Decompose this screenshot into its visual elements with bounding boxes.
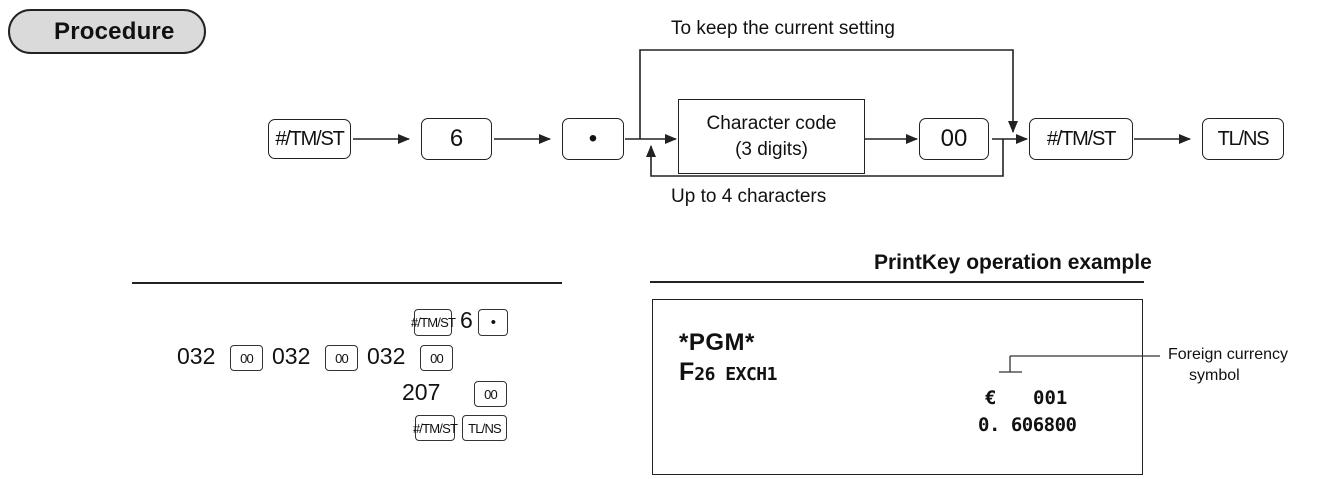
character-code-digits: (3 digits) — [735, 138, 808, 160]
receipt-preview: *PGM* F26 EXCH1 € 001 0. 606800 — [652, 299, 1143, 475]
keep-setting-label: To keep the current setting — [671, 18, 895, 39]
mini-00-key-4: 00 — [474, 381, 507, 407]
mini-00-key-2: 00 — [325, 345, 358, 371]
mini-dot-label: • — [490, 314, 496, 331]
character-code-label: Character code — [706, 112, 837, 134]
tmst-key-label: #/TM/ST — [275, 127, 344, 150]
tlns-key: TL/NS — [1202, 118, 1284, 160]
bypass-connector — [639, 49, 1018, 139]
receipt-f-letter: F — [679, 358, 695, 386]
receipt-f26-line: F26 EXCH1 — [679, 358, 777, 387]
character-code-box: Character code (3 digits) — [678, 99, 865, 174]
right-divider — [650, 281, 1144, 283]
mini-tmst-label: #/TM/ST — [410, 315, 456, 330]
tmst-key-2-label: #/TM/ST — [1046, 127, 1116, 150]
seq-code-1: 032 — [177, 343, 216, 369]
mini-tlns-label: TL/NS — [468, 420, 502, 436]
seq-six: 6 — [460, 307, 473, 333]
mini-tlns-key: TL/NS — [462, 415, 507, 441]
mini-00-key-3: 00 — [420, 345, 453, 371]
mini-00-label-4: 00 — [484, 386, 498, 402]
left-divider — [132, 282, 562, 284]
receipt-currency-code: 001 — [1033, 387, 1068, 409]
receipt-pgm-line: *PGM* — [679, 329, 755, 356]
mini-tmst-label-2: #/TM/ST — [412, 420, 458, 436]
mini-00-label-2: 00 — [335, 350, 349, 366]
double-zero-key: 00 — [919, 118, 989, 160]
annotation-foreign-currency: Foreign currency — [1168, 346, 1289, 363]
seq-code-2: 032 — [272, 343, 311, 369]
seq-code-4: 207 — [402, 379, 441, 405]
loop-back-connector — [646, 139, 1004, 177]
seq-code-3: 032 — [367, 343, 406, 369]
six-key-label: 6 — [449, 125, 464, 152]
mini-00-key-1: 00 — [230, 345, 263, 371]
dot-key-label: • — [588, 125, 598, 152]
mini-00-label-1: 00 — [240, 350, 254, 366]
receipt-currency-symbol: € — [985, 387, 997, 409]
tmst-key-2: #/TM/ST — [1029, 118, 1133, 160]
annotation-symbol: symbol — [1189, 367, 1240, 384]
mini-tmst-key-2: #/TM/ST — [412, 415, 458, 441]
receipt-f-rest: 26 EXCH1 — [694, 364, 777, 385]
six-key: 6 — [421, 118, 492, 160]
dot-key: • — [562, 118, 624, 160]
tlns-key-label: TL/NS — [1217, 127, 1270, 150]
example-header: PrintKey operation example — [874, 251, 1152, 274]
repeat-label: Up to 4 characters — [671, 186, 827, 207]
receipt-rate: 0. 606800 — [978, 414, 1077, 436]
mini-tmst-key: #/TM/ST — [410, 309, 456, 336]
procedure-badge: Procedure — [8, 9, 206, 54]
mini-00-label-3: 00 — [430, 350, 444, 366]
tmst-key: #/TM/ST — [268, 119, 351, 159]
double-zero-key-label: 00 — [940, 125, 968, 152]
mini-dot-key: • — [478, 309, 508, 336]
procedure-title: Procedure — [54, 18, 175, 45]
